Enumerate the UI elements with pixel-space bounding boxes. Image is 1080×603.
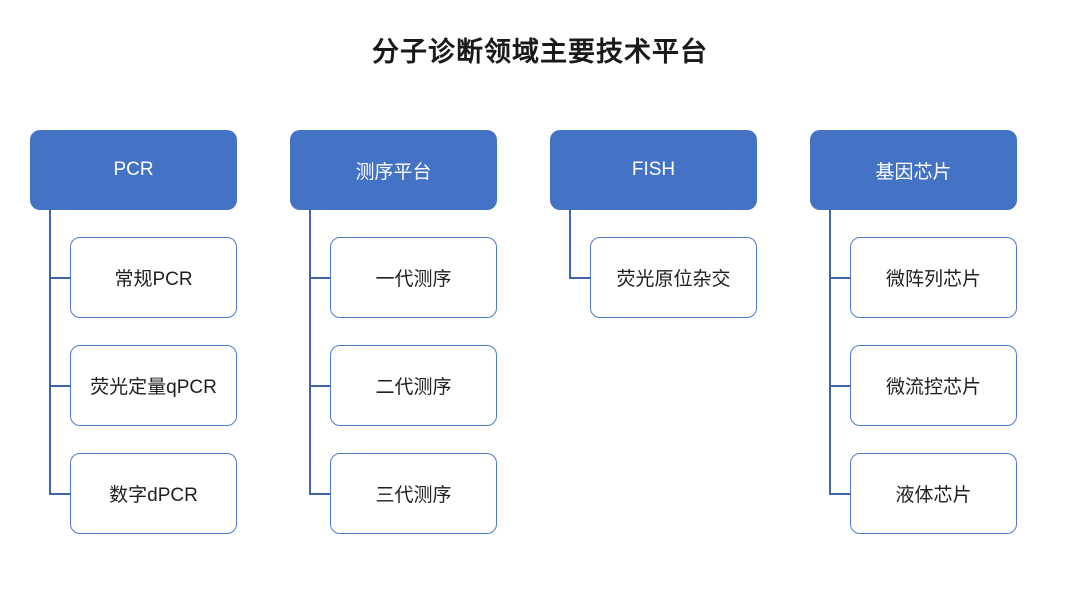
connector-line — [569, 210, 571, 278]
branch-genechip: 基因芯片 微阵列芯片 微流控芯片 液体芯片 — [810, 130, 1017, 534]
child-node: 液体芯片 — [850, 453, 1017, 534]
root-node-pcr: PCR — [30, 130, 237, 210]
root-node-sequencing: 测序平台 — [290, 130, 497, 210]
connector-line — [829, 210, 831, 494]
branch-sequencing: 测序平台 一代测序 二代测序 三代测序 — [290, 130, 497, 534]
root-node-fish: FISH — [550, 130, 757, 210]
child-node: 微阵列芯片 — [850, 237, 1017, 318]
child-node: 数字dPCR — [70, 453, 237, 534]
child-node: 二代测序 — [330, 345, 497, 426]
branch-pcr: PCR 常规PCR 荧光定量qPCR 数字dPCR — [30, 130, 237, 534]
connector-line — [309, 210, 311, 494]
child-node: 三代测序 — [330, 453, 497, 534]
branch-fish: FISH 荧光原位杂交 — [550, 130, 757, 318]
connector-line — [49, 210, 51, 494]
child-node: 微流控芯片 — [850, 345, 1017, 426]
child-node: 一代测序 — [330, 237, 497, 318]
child-node: 荧光原位杂交 — [590, 237, 757, 318]
root-node-genechip: 基因芯片 — [810, 130, 1017, 210]
child-node: 荧光定量qPCR — [70, 345, 237, 426]
diagram-title: 分子诊断领域主要技术平台 — [372, 37, 708, 67]
child-node: 常规PCR — [70, 237, 237, 318]
